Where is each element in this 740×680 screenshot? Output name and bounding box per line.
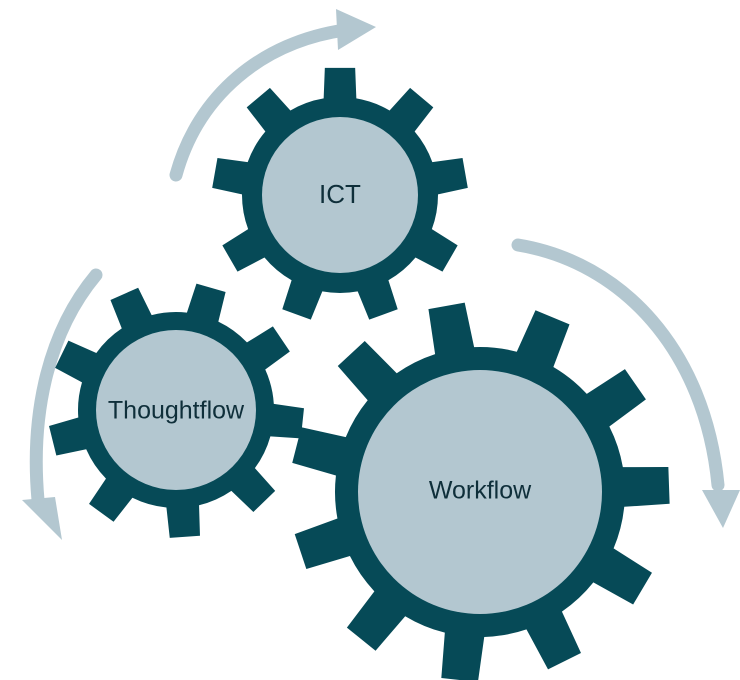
cycle-arrows — [22, 9, 740, 540]
arrowhead-right — [702, 490, 740, 528]
arrowhead-left — [22, 497, 62, 540]
gear-thoughtflow: Thoughtflow — [49, 283, 304, 538]
arrowhead-top — [336, 9, 376, 50]
gear-thoughtflow-label: Thoughtflow — [108, 397, 245, 425]
gear-ict: ICT — [212, 67, 468, 320]
gear-workflow-hub — [358, 370, 602, 614]
gear-workflow-label: Workflow — [429, 477, 532, 505]
gear-ict-label: ICT — [319, 179, 361, 209]
gear-workflow: Workflow — [292, 302, 670, 680]
arrow-left — [29, 268, 103, 507]
gear-ict-hub — [262, 117, 418, 273]
arrow-top — [169, 23, 352, 182]
gear-thoughtflow-hub — [96, 330, 256, 490]
arrow-right — [511, 238, 725, 492]
